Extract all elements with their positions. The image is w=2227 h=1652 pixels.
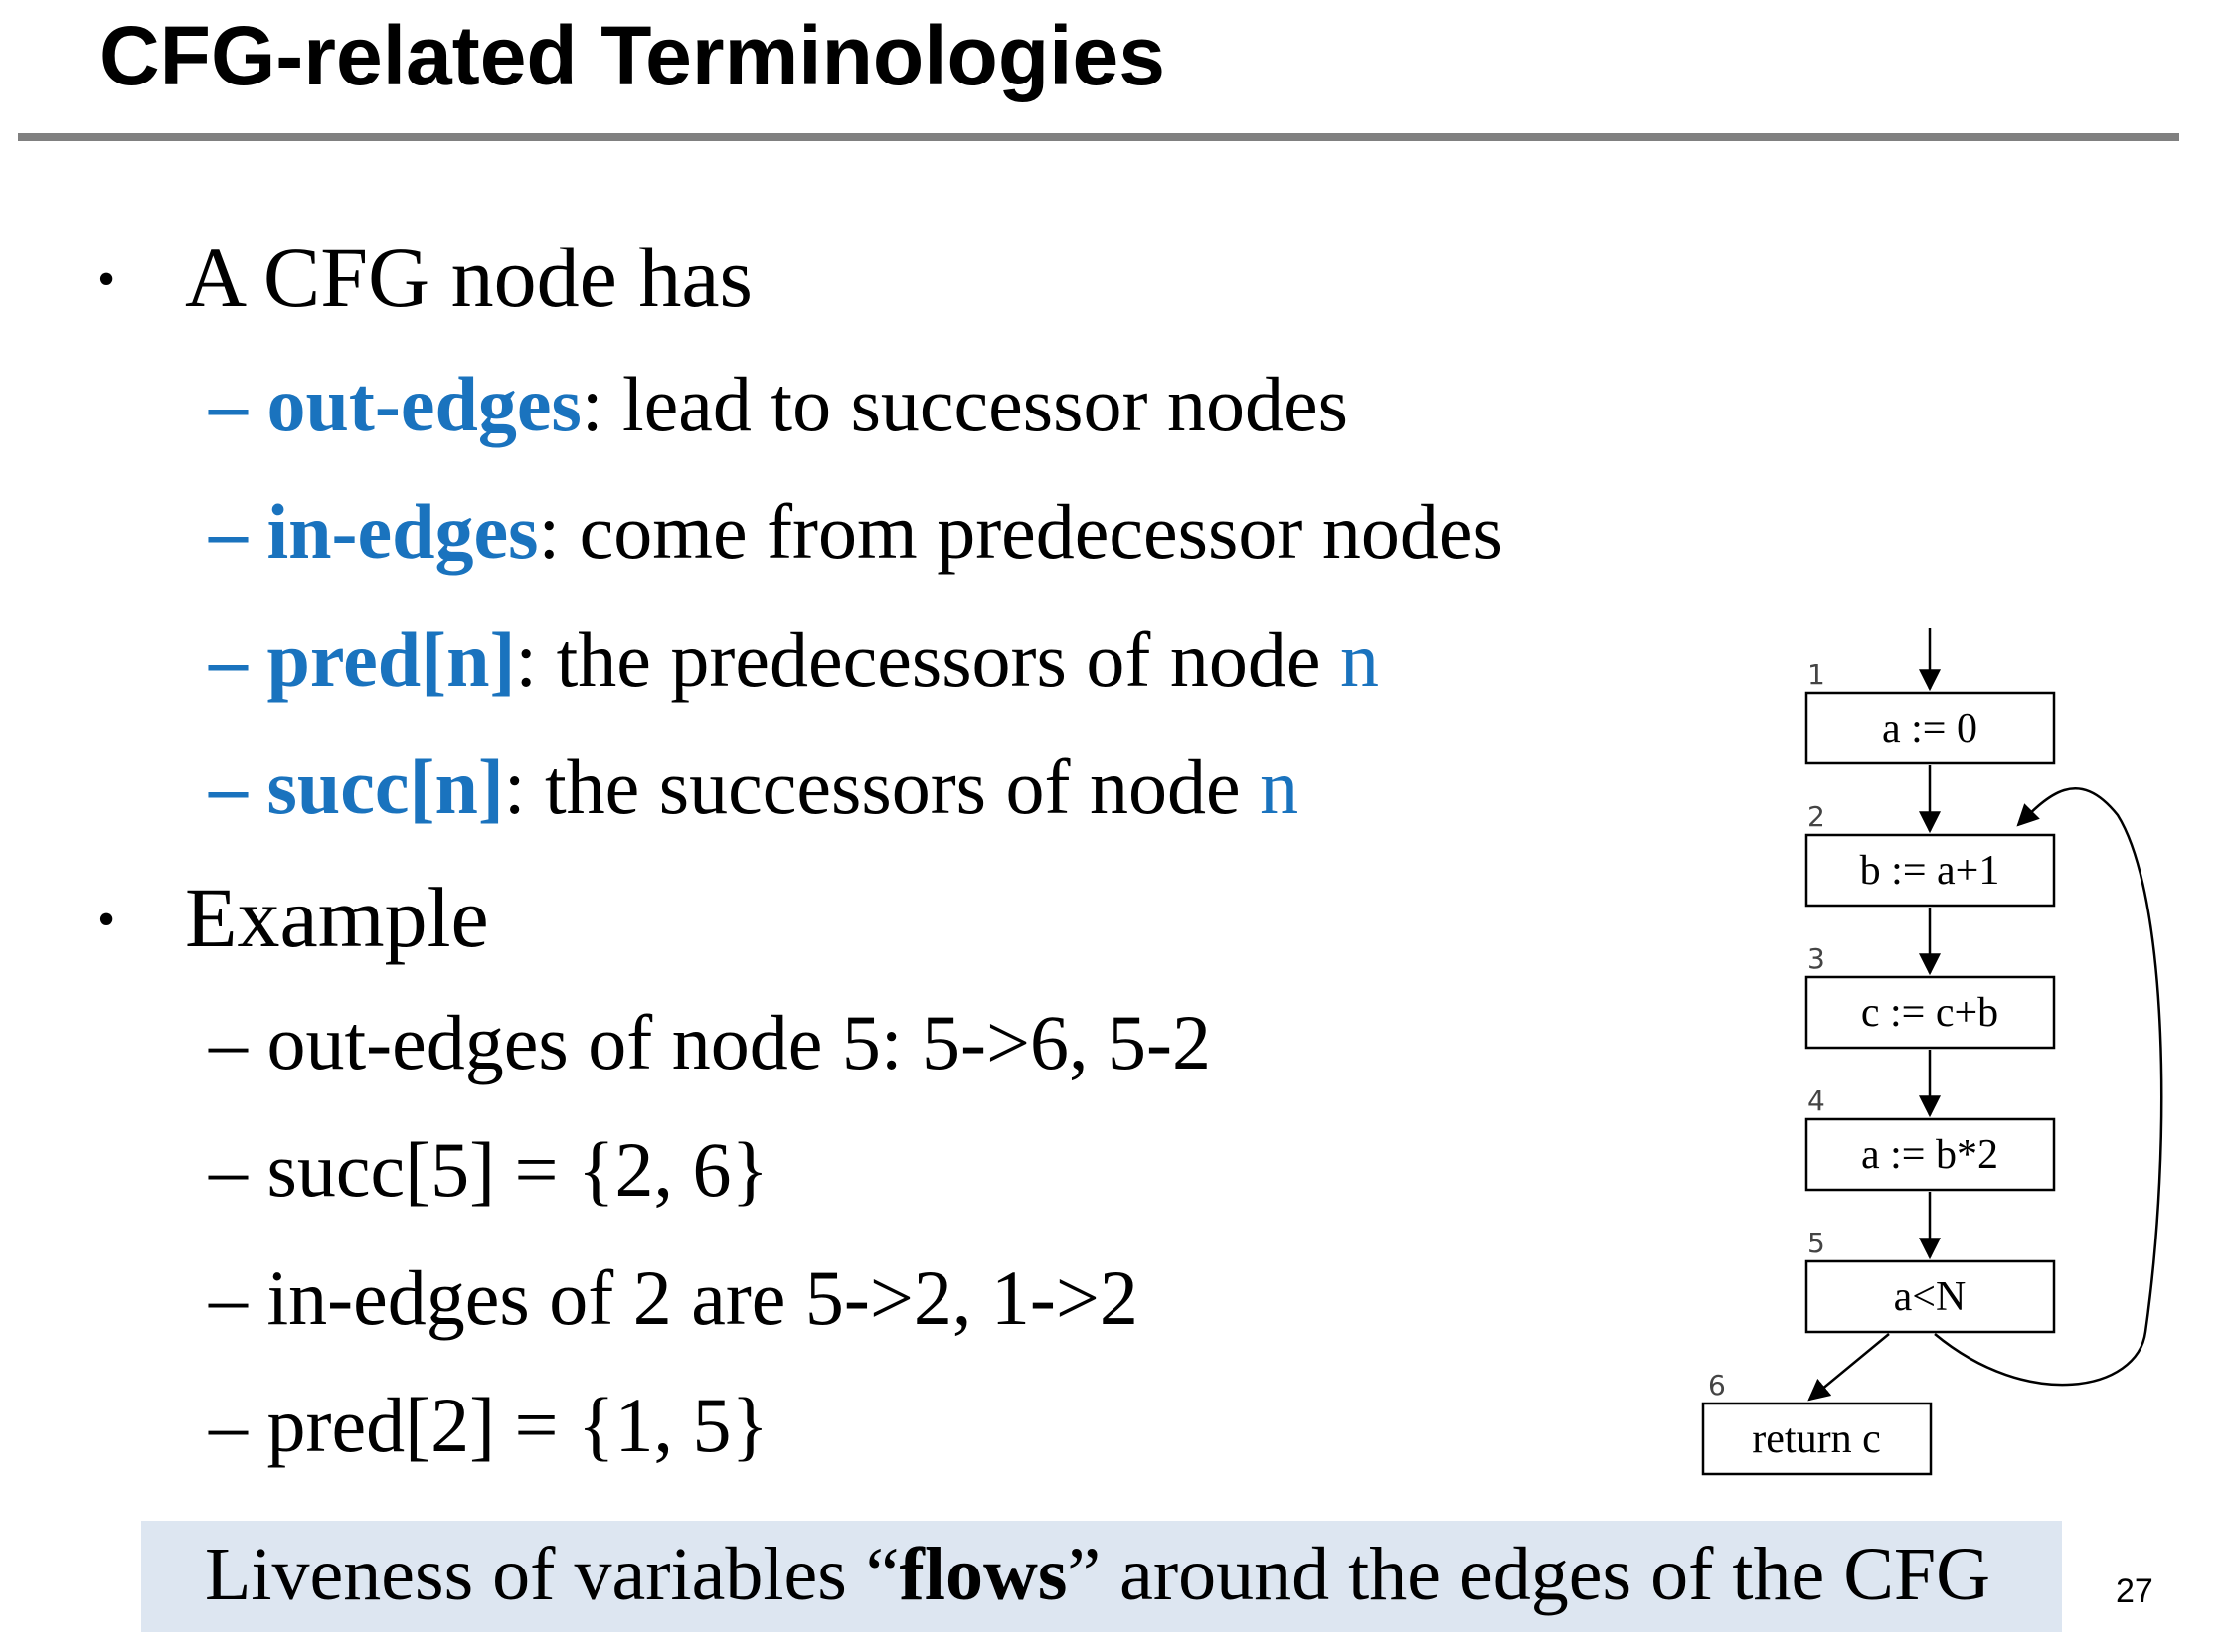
sub-dash: – [209,743,248,830]
page-number: 27 [2116,1572,2153,1610]
cfg-node-label: c := c+b [1861,990,1998,1036]
sub-text: : the successors of node [503,743,1261,830]
cfg-node-label: b := a+1 [1860,848,2000,894]
slide-title: CFG-related Terminologies [99,9,1165,102]
callout-bold: flows [899,1533,1068,1616]
cfg-node-2: b := a+1 2 [1804,800,2056,908]
sub-text: : the predecessors of node [515,616,1340,703]
var-n: n [1339,616,1379,703]
cfg-node-number: 6 [1708,1369,1726,1402]
cfg-node-1: a := 0 1 [1804,658,2056,765]
sub-out-edges: – out-edges: lead to successor nodes [209,366,1348,443]
example-line: – out-edges of node 5: 5->6, 5-2 [209,999,1211,1085]
cfg-node-6: return c 6 [1701,1369,1933,1476]
cfg-node-number: 4 [1807,1084,1825,1117]
cfg-node-5: a<N 5 [1804,1227,2056,1334]
bullet-cfg-node-has: A CFG node has [185,230,753,325]
bullet-example: Example [185,870,489,965]
sub-text: : come from predecessor nodes [538,488,1503,575]
cfg-node-number: 2 [1807,800,1825,833]
callout-box: Liveness of variables “flows” around the… [141,1521,2062,1632]
cfg-edge-5-2 [1934,787,2163,1387]
sub-dash: – [209,361,248,447]
sub-dash: – [209,488,248,575]
title-divider [18,133,2179,141]
cfg-node-3: c := c+b 3 [1804,942,2056,1050]
sub-dash: – [209,616,248,703]
cfg-node-label: a := b*2 [1861,1132,1998,1178]
sub-text: : lead to successor nodes [581,361,1348,447]
cfg-node-number: 3 [1807,942,1825,975]
var-n: n [1260,743,1299,830]
cfg-node-4: a := b*2 4 [1804,1084,2056,1192]
cfg-node-number: 5 [1807,1227,1825,1259]
cfg-node-label: a := 0 [1882,706,1977,751]
term-out-edges: out-edges [266,361,582,447]
term-pred: pred[n] [266,616,516,703]
term-succ: succ[n] [266,743,504,830]
cfg-node-number: 1 [1807,658,1825,691]
sub-in-edges: – in-edges: come from predecessor nodes [209,493,1503,571]
bullet-dot: • [97,892,116,948]
example-line: – in-edges of 2 are 5->2, 1->2 [209,1254,1138,1341]
example-line: – succ[5] = {2, 6} [209,1126,769,1213]
bullet-dot: • [97,251,116,308]
callout-before: Liveness of variables “ [205,1533,900,1616]
term-in-edges: in-edges [266,488,539,575]
callout-after: ” around the edges of the CFG [1067,1533,1991,1616]
callout-text: Liveness of variables “flows” around the… [205,1537,1990,1612]
cfg-edge-5-6 [1807,1333,1890,1402]
cfg-node-label: return c [1752,1416,1880,1462]
sub-succ: – succ[n]: the successors of node n [209,748,1298,826]
sub-pred: – pred[n]: the predecessors of node n [209,621,1379,699]
example-line: – pred[2] = {1, 5} [209,1382,769,1468]
cfg-node-label: a<N [1894,1274,1967,1320]
